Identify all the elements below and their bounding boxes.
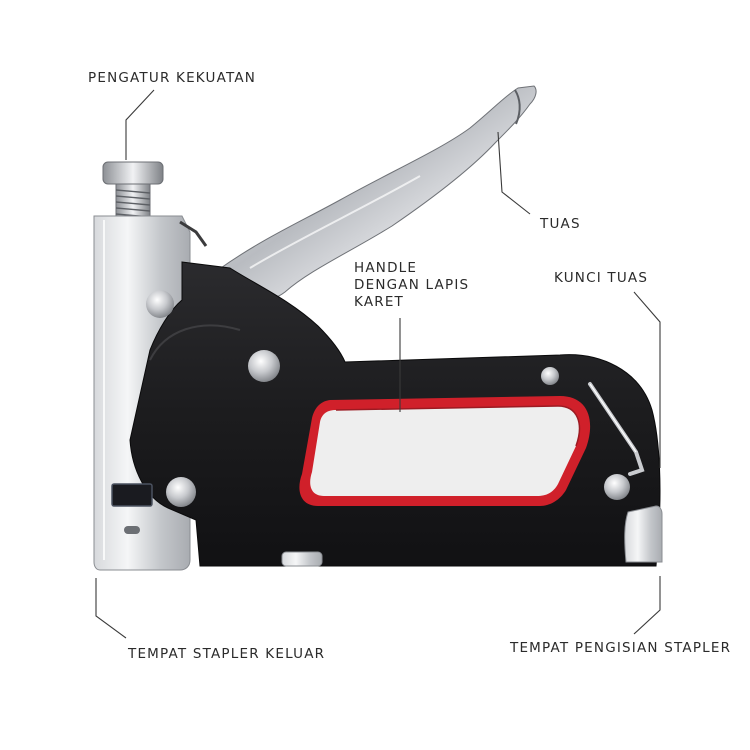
label-staple-exit: TEMPAT STAPLER KELUAR [128,646,326,662]
label-strength-adjuster: PENGATUR KEKUATAN [88,70,257,86]
label-lever-lock: KUNCI TUAS [554,270,649,286]
strength-adjuster-screw[interactable] [102,161,164,221]
staple-exit-slot [111,483,153,534]
label-lever: TUAS [540,216,581,232]
leader-lines [95,89,661,639]
label-staple-refill: TEMPAT PENGISIAN STAPLER [510,640,732,656]
staple-refill-slider[interactable] [281,505,663,567]
lever-arm[interactable] [217,85,537,301]
rubber-handle-grip[interactable] [299,396,591,506]
lever-lock-latch[interactable] [588,382,645,476]
label-rubber-handle: HANDLE DENGAN LAPIS KARET [354,260,470,310]
rivets [146,290,630,507]
